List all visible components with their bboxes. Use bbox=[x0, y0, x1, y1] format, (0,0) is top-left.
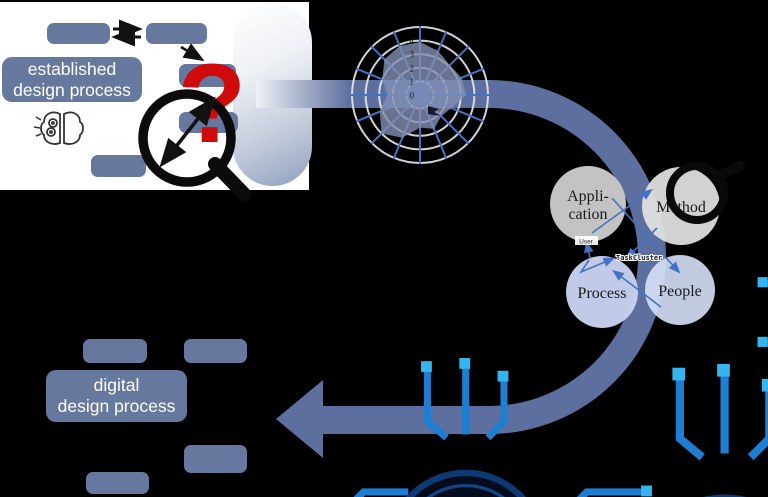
radar-grid-circle bbox=[405, 80, 435, 110]
process-label: Process bbox=[578, 285, 627, 302]
process-step-box bbox=[146, 23, 207, 44]
magnifier-method bbox=[666, 161, 745, 224]
radar-grid-circle bbox=[364, 39, 476, 151]
radar-chart: 0 1 2 3 4 bbox=[351, 26, 489, 164]
funnel-shape bbox=[233, 3, 312, 186]
process-step-box bbox=[179, 112, 238, 133]
people-circle bbox=[645, 255, 715, 325]
established-process-label: established design process bbox=[2, 57, 142, 102]
process-step-box bbox=[47, 23, 110, 44]
relation-arrows bbox=[578, 188, 681, 308]
task-cluster-label: TaskCluster bbox=[616, 254, 662, 262]
digital-step-box bbox=[83, 339, 147, 363]
factor-circles: Appli- cation Method Process People bbox=[550, 166, 720, 328]
radar-spoke bbox=[419, 94, 470, 145]
radar-spoke bbox=[355, 94, 421, 123]
radar-spoke bbox=[370, 94, 421, 145]
digital-title-line2: design process bbox=[57, 396, 176, 416]
digital-step-box bbox=[184, 445, 247, 473]
application-label-line1: Appli- bbox=[567, 188, 609, 205]
process-circle bbox=[566, 256, 638, 328]
magnifier-ring-icon bbox=[666, 162, 728, 224]
ai-brain-icon-method bbox=[758, 140, 768, 493]
big-cycle-arrow bbox=[256, 80, 666, 458]
radar-spoke bbox=[392, 30, 421, 96]
process-step-box bbox=[91, 155, 146, 177]
radar-spoke bbox=[419, 94, 448, 160]
radar-spoke bbox=[355, 67, 421, 96]
radar-ring-label: 2 bbox=[410, 63, 415, 73]
user-label: User bbox=[579, 239, 594, 246]
digital-step-box bbox=[184, 339, 247, 363]
radar-ring-label: 4 bbox=[410, 36, 415, 46]
magnifier-handle bbox=[712, 161, 745, 182]
small-dark-glyph bbox=[428, 106, 441, 116]
digital-title-line1: digital bbox=[93, 375, 140, 395]
application-circle bbox=[550, 166, 626, 242]
digital-process-label: digital design process bbox=[46, 370, 187, 422]
radar-spoke bbox=[419, 30, 448, 96]
radar-data-polygon bbox=[379, 42, 467, 138]
people-label: People bbox=[658, 283, 702, 300]
established-title-line2: design process bbox=[13, 79, 131, 100]
method-label: Method bbox=[656, 199, 706, 216]
radar-grid-circle bbox=[391, 66, 449, 124]
radar-ring-label: 0 bbox=[410, 91, 415, 101]
arrow-arc-and-head bbox=[276, 80, 666, 458]
radar-spoke bbox=[370, 45, 421, 96]
ai-brain-icon-band bbox=[501, 364, 768, 497]
process-step-box bbox=[179, 64, 236, 87]
radar-spoke bbox=[392, 94, 421, 160]
relation-labels: User TaskCluster bbox=[575, 236, 663, 263]
radar-spoke bbox=[419, 94, 485, 123]
ai-brain-icon-digital bbox=[274, 358, 652, 497]
radar-grid-circle bbox=[378, 53, 462, 137]
radar-spoke bbox=[419, 45, 470, 96]
radar-grid-circle bbox=[351, 26, 489, 164]
application-label-line2: cation bbox=[568, 206, 607, 223]
digital-step-box bbox=[86, 472, 149, 494]
method-circle bbox=[642, 167, 720, 245]
radar-spoke bbox=[419, 67, 485, 96]
established-title-line1: established bbox=[27, 58, 117, 79]
radar-ring-label: 3 bbox=[410, 50, 415, 60]
radar-ring-label: 1 bbox=[410, 77, 415, 87]
